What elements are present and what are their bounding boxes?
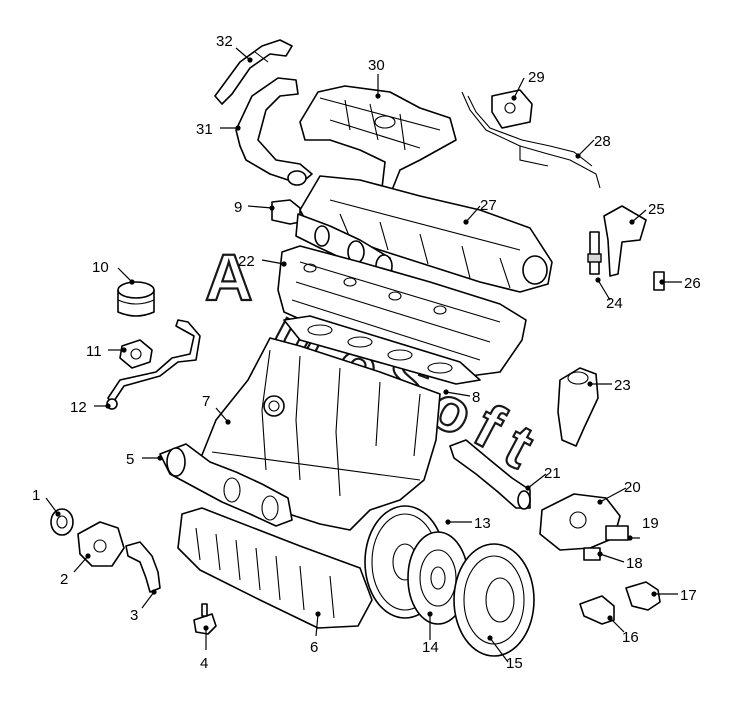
callout-22: 22 bbox=[238, 253, 255, 270]
cylinder-head bbox=[277, 245, 527, 377]
callout-27: 27 bbox=[480, 197, 497, 214]
callout-9: 9 bbox=[234, 199, 242, 216]
engine-cover bbox=[299, 85, 457, 191]
sensor bbox=[193, 603, 217, 635]
callout-15: 15 bbox=[506, 655, 523, 672]
callout-14: 14 bbox=[422, 639, 439, 656]
thermostat-housing bbox=[539, 493, 621, 551]
callout-18: 18 bbox=[626, 555, 643, 572]
coolant-flange bbox=[625, 581, 661, 611]
callout-2: 2 bbox=[60, 571, 68, 588]
callout-30: 30 bbox=[368, 57, 385, 74]
oil-line bbox=[106, 319, 201, 410]
callout-labels: 1 2 3 4 5 6 7 8 9 10 11 12 13 14 15 16 1… bbox=[32, 33, 701, 672]
callout-4: 4 bbox=[200, 655, 208, 672]
coolant-pipe bbox=[125, 541, 161, 593]
callout-29: 29 bbox=[528, 69, 545, 86]
engine-block bbox=[199, 337, 441, 531]
leader-lines bbox=[45, 47, 682, 663]
pressure-plate bbox=[453, 543, 535, 657]
callout-16: 16 bbox=[622, 629, 639, 646]
callout-7: 7 bbox=[202, 393, 210, 410]
callout-32: 32 bbox=[216, 33, 233, 50]
callout-10: 10 bbox=[92, 259, 109, 276]
fuel-valve bbox=[491, 89, 533, 129]
callout-8: 8 bbox=[472, 389, 480, 406]
crankshaft bbox=[159, 443, 293, 527]
coolant-sensor bbox=[583, 547, 601, 561]
pulley bbox=[50, 508, 74, 536]
fuel-line bbox=[461, 91, 601, 189]
callout-28: 28 bbox=[594, 133, 611, 150]
breather-hose-upper bbox=[214, 39, 293, 105]
callout-23: 23 bbox=[614, 377, 631, 394]
callout-24: 24 bbox=[606, 295, 623, 312]
callout-26: 26 bbox=[684, 275, 701, 292]
callout-17: 17 bbox=[680, 587, 697, 604]
callout-31: 31 bbox=[196, 121, 213, 138]
oil-filter-adapter bbox=[119, 339, 153, 369]
callout-20: 20 bbox=[624, 479, 641, 496]
oil-pan bbox=[177, 507, 373, 629]
callout-25: 25 bbox=[648, 201, 665, 218]
callout-1: 1 bbox=[32, 487, 40, 504]
coolant-hose bbox=[449, 439, 531, 510]
callout-3: 3 bbox=[130, 607, 138, 624]
spark-plug bbox=[587, 231, 602, 275]
ignition-coil bbox=[603, 205, 647, 277]
breather-hose-lower bbox=[235, 77, 313, 186]
callout-11: 11 bbox=[86, 343, 102, 360]
coolant-elbow bbox=[557, 367, 599, 447]
callout-19: 19 bbox=[642, 515, 659, 532]
callout-13: 13 bbox=[474, 515, 491, 532]
callout-5: 5 bbox=[126, 451, 134, 468]
temperature-sender bbox=[605, 525, 629, 541]
callout-21: 21 bbox=[544, 465, 561, 482]
oil-filter bbox=[117, 281, 155, 317]
callout-6: 6 bbox=[310, 639, 318, 656]
callout-12: 12 bbox=[70, 399, 87, 416]
svg-text:A: A bbox=[205, 240, 253, 314]
head-gasket bbox=[283, 315, 481, 385]
hose-connector bbox=[579, 595, 615, 625]
